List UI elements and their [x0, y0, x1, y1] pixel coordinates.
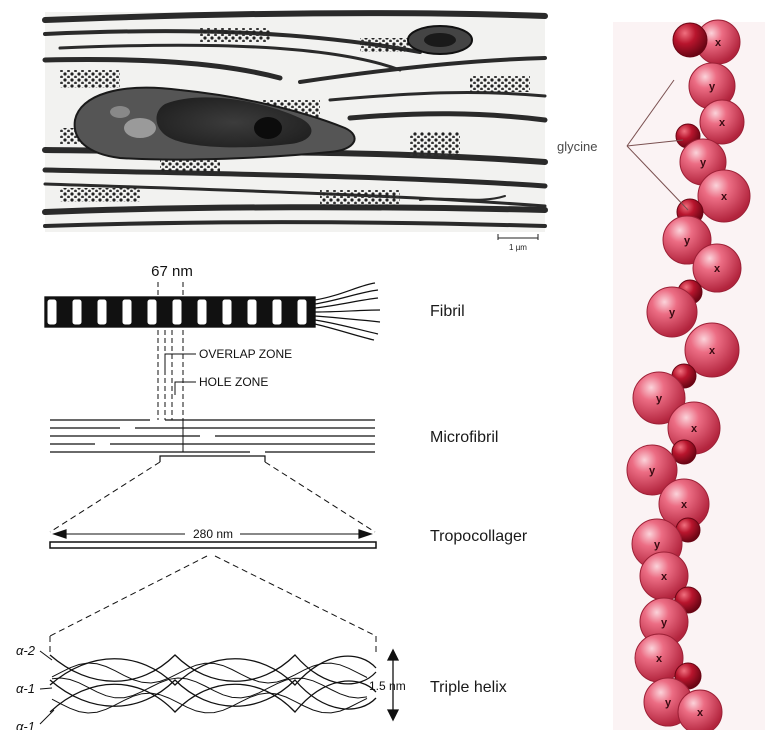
expansion-dashes-1 [50, 462, 375, 532]
residue-label: y [684, 235, 691, 247]
fibril-band [297, 299, 307, 325]
residue-x: x [698, 170, 750, 222]
fibril-band [97, 299, 107, 325]
overlap-zone-label: OVERLAP ZONE [199, 347, 292, 361]
electron-micrograph: 1 µm [45, 12, 545, 252]
label-triple-helix: Triple helix [430, 679, 507, 696]
micrograph-scale-bar: 1 µm [498, 234, 538, 252]
residue-label: x [715, 37, 722, 49]
period-67nm-label: 67 nm [151, 263, 193, 280]
residue-label: x [719, 117, 726, 129]
fibril-band [272, 299, 282, 325]
hole-zone-label: HOLE ZONE [199, 375, 268, 389]
residue-label: y [700, 157, 707, 169]
residue-label: x [691, 423, 698, 435]
micrograph-small-cell [408, 26, 472, 54]
fibril-drawing [45, 283, 380, 340]
fibril-band [197, 299, 207, 325]
fibril-band [47, 299, 57, 325]
helix-zigzag [52, 693, 367, 713]
scale-bar-label: 1 µm [509, 243, 527, 252]
chain-label-alpha2: α-2 [16, 643, 36, 658]
residue-label: x [714, 263, 721, 275]
fibril-band [122, 299, 132, 325]
residue-label: y [661, 617, 668, 629]
residue-x: x [700, 100, 744, 144]
residue-label: x [681, 499, 688, 511]
fibril-hierarchy-diagram: 67 nm OVERLAP ZONE HOLE ZONE [16, 263, 406, 730]
chain-labels: α-2 α-1 α-1 [16, 643, 54, 730]
residue-label: x [721, 191, 728, 203]
level-labels: Fibril Microfibril Tropocollager Triple … [430, 303, 528, 696]
width-1.5nm-label: 1.5 nm [369, 679, 406, 693]
fibril-band [247, 299, 257, 325]
residue-y: y [647, 287, 697, 337]
residue-label: y [665, 697, 672, 709]
triple-helix-drawing [50, 655, 376, 713]
length-280nm-label: 280 nm [193, 527, 233, 541]
residue-label: y [649, 465, 656, 477]
glycine-residue [673, 23, 707, 57]
residue-label: x [697, 707, 704, 719]
residue-label: x [656, 653, 663, 665]
helix-zigzag [52, 678, 367, 698]
chain-label-alpha1-a: α-1 [16, 681, 35, 696]
zone-callouts [165, 354, 196, 395]
residue-label: y [709, 81, 716, 93]
residue-label: y [669, 307, 676, 319]
fibril-band [72, 299, 82, 325]
helix-space-filling-model: x y x y x y x y x y x y x y x y x y x glycine [557, 20, 765, 730]
chain-label-alpha1-b: α-1 [16, 719, 35, 730]
glycine-label: glycine [557, 139, 597, 154]
fibril-band [222, 299, 232, 325]
fibril-band [147, 299, 157, 325]
expansion-dashes-2 [50, 556, 376, 655]
microfibril-drawing [50, 420, 375, 462]
fibril-band [172, 299, 182, 325]
label-microfibril: Microfibril [430, 429, 498, 446]
residue-label: x [709, 345, 716, 357]
label-fibril: Fibril [430, 303, 465, 320]
residue-label: y [654, 539, 661, 551]
residue-x: x [678, 690, 722, 730]
residue-label: x [661, 571, 668, 583]
residue-label: y [656, 393, 663, 405]
label-tropocollagen: Tropocollager [430, 528, 528, 545]
